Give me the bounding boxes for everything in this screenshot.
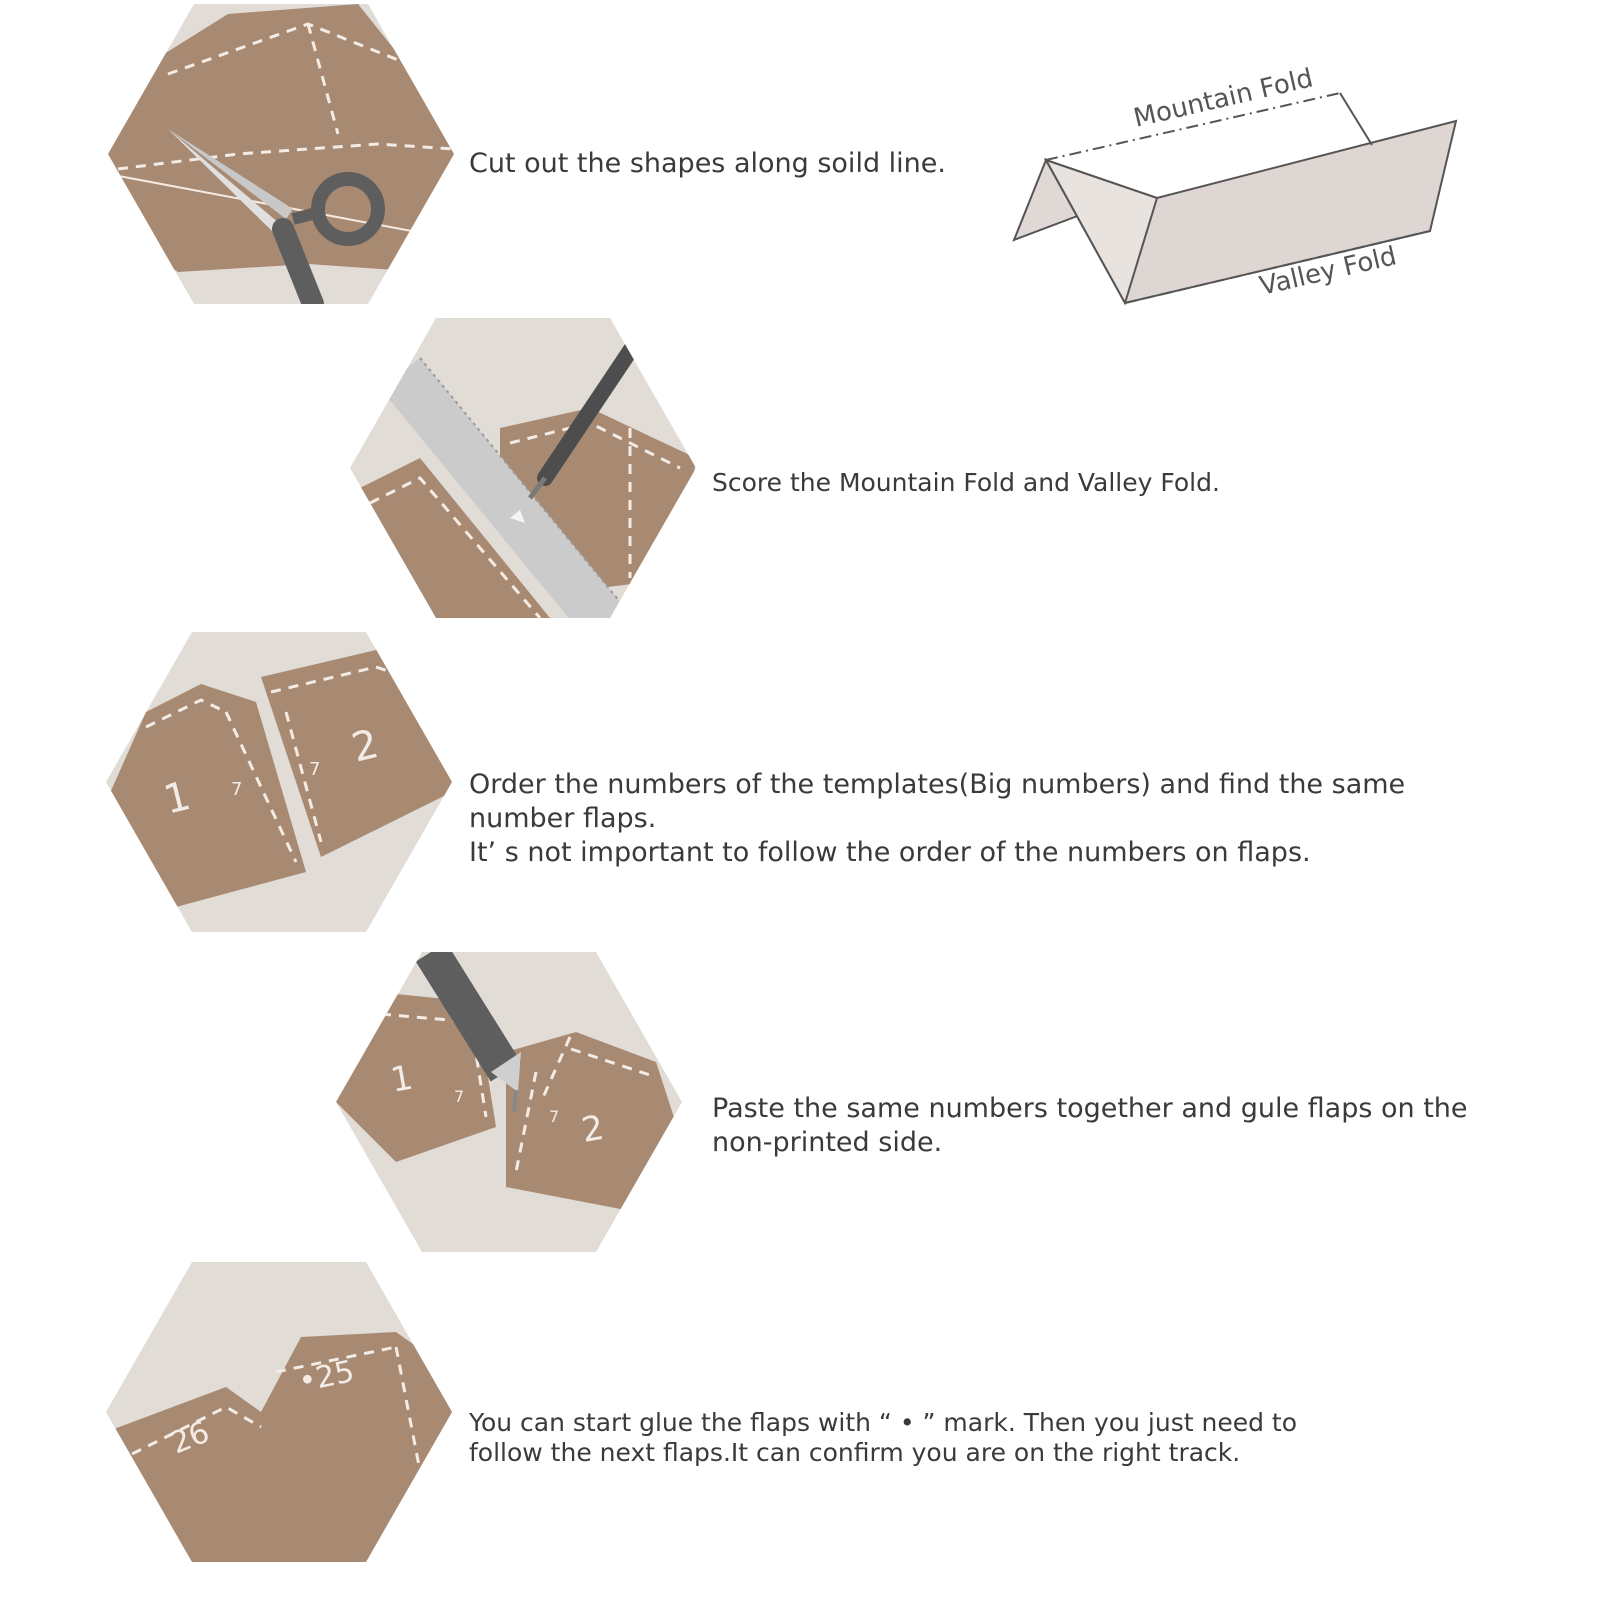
step-1-instruction: Cut out the shapes along soild line. xyxy=(469,148,946,179)
valley-fold-line xyxy=(1124,230,1431,304)
flap-number: 7 xyxy=(231,779,242,800)
step-2-score-illustration xyxy=(350,318,696,618)
step-4-instruction: Paste the same numbers together and gule… xyxy=(712,1093,1468,1158)
fold-type-diagram: Mountain Fold Valley Fold xyxy=(1012,63,1458,306)
scissors-icon xyxy=(168,129,385,304)
glue-pen-icon xyxy=(415,952,522,1113)
scoring-pen-icon xyxy=(528,340,640,500)
step-5-glue-illustration: 26 •25 xyxy=(106,1262,452,1562)
step-2-instruction: Score the Mountain Fold and Valley Fold. xyxy=(712,468,1220,497)
step-1-cut-illustration xyxy=(108,4,454,304)
template-piece-right xyxy=(261,1332,452,1562)
ruler-icon xyxy=(380,357,626,618)
template-piece-1 xyxy=(336,992,496,1162)
step-3-instruction: Order the numbers of the templates(Big n… xyxy=(469,769,1406,868)
flap-number: 7 xyxy=(309,759,320,780)
flap-number: 7 xyxy=(454,1087,464,1106)
paper-template-shape xyxy=(108,4,454,274)
template-piece-2 xyxy=(261,650,452,857)
step-3-order-illustration: 1 7 2 7 xyxy=(106,632,452,932)
step-4-paste-illustration: 1 7 2 7 xyxy=(336,952,682,1252)
template-piece-1 xyxy=(106,684,306,907)
mountain-fold-label: Mountain Fold xyxy=(1131,63,1316,133)
flap-number: 7 xyxy=(549,1107,559,1126)
template-piece-2 xyxy=(506,1032,682,1212)
mountain-fold-line xyxy=(1045,92,1341,161)
step-5-instruction: You can start glue the flaps with “ • ” … xyxy=(469,1408,1297,1467)
